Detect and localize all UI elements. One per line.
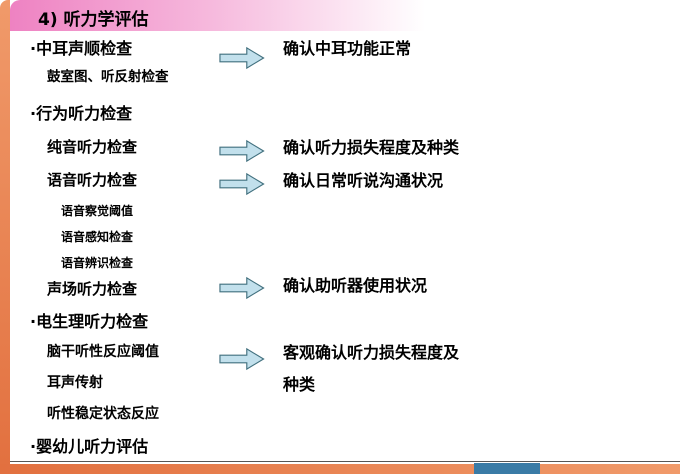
item-speech-recognition: 语音辨识检查 [61, 256, 134, 270]
slide-header: 4) 听力学评估 [10, 0, 680, 31]
item-oae: 耳声传射 [47, 375, 103, 391]
item-assr: 听性稳定状态反应 [47, 406, 159, 422]
item-tympanometry: 鼓室图、听反射检查 [47, 69, 169, 85]
item-abr-threshold: 脑干听性反应阈值 [47, 344, 159, 360]
right-arrow-icon [219, 347, 265, 371]
result-abr-line2: 种类 [283, 375, 316, 394]
bottom-decor-bar [474, 463, 540, 474]
item-pure-tone-test: 纯音听力检查 [47, 138, 138, 156]
bottom-border [0, 464, 680, 474]
left-border [0, 0, 10, 474]
right-arrow-icon [219, 276, 265, 300]
result-abr-line1: 客观确认听力损失程度及 [283, 343, 460, 362]
item-speech-awareness: 语音察觉阈值 [61, 204, 134, 218]
item-speech-perception: 语音感知检查 [61, 230, 134, 244]
item-speech-test: 语音听力检查 [47, 171, 138, 189]
right-arrow-icon [219, 46, 265, 70]
result-speech: 确认日常听说沟通状况 [283, 171, 444, 190]
item-infant-assessment: ·婴幼儿听力评估 [30, 437, 149, 456]
result-middle-ear: 确认中耳功能正常 [283, 39, 412, 58]
right-arrow-icon [219, 172, 265, 196]
right-arrow-icon [219, 139, 265, 163]
slide-bottom-edge-line [10, 461, 680, 462]
item-electrophysiological: ·电生理听力检查 [30, 312, 149, 331]
page-title: 4) 听力学评估 [38, 10, 149, 30]
result-sound-field: 确认助听器使用状况 [283, 276, 428, 295]
item-middle-ear-test: ·中耳声顺检查 [30, 39, 133, 58]
item-behavioral-test: ·行为听力检查 [30, 104, 133, 123]
item-sound-field-test: 声场听力检查 [47, 280, 138, 298]
result-pure-tone: 确认听力损失程度及种类 [283, 138, 460, 157]
